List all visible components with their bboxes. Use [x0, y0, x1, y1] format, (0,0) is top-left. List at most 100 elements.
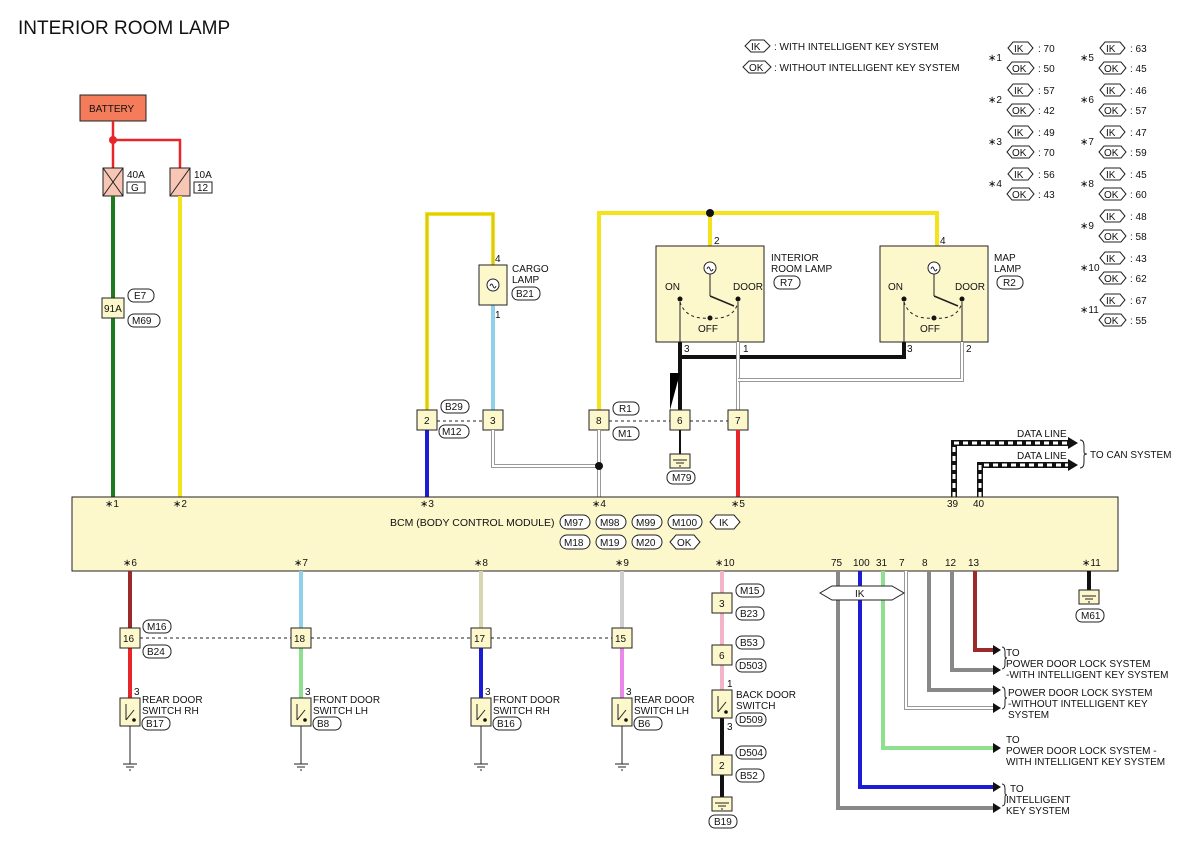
star-ok-value: : 59 — [1130, 148, 1147, 159]
lower-conn-pin: 16 — [123, 634, 135, 645]
bcm-ok-conn: M20 — [636, 538, 656, 549]
star-ik-tag: IK — [1106, 296, 1116, 307]
joint-pin: 91A — [104, 304, 122, 315]
battery-wires — [111, 121, 182, 168]
star-mark: ∗9 — [1080, 221, 1094, 232]
page-title: INTERIOR ROOM LAMP — [18, 18, 230, 39]
fuse-40a-amp: 40A — [127, 170, 145, 181]
bcm-ok-conn: M18 — [564, 538, 584, 549]
star-ok-value: : 50 — [1038, 64, 1055, 75]
back-c3-top: D504 — [739, 748, 763, 759]
dest-2-l1: POWER DOOR LOCK SYSTEM — [1008, 688, 1152, 699]
room-lamp-conn: R7 — [780, 278, 793, 289]
wire-black-lamps — [680, 342, 906, 359]
switch-conn: B8 — [317, 719, 330, 730]
lower-conn-top: M16 — [147, 622, 167, 633]
star-ik-tag: IK — [1106, 212, 1116, 223]
cargo-pin-bottom: 1 — [495, 310, 501, 321]
star-mark: ∗1 — [988, 53, 1002, 64]
cargo-label-1: CARGO — [512, 264, 549, 275]
legend-ok-tag: OK — [749, 63, 764, 74]
joint-conn-top: E7 — [134, 291, 147, 302]
cargo-label-2: LAMP — [512, 275, 540, 286]
cargo-conn: B21 — [516, 289, 534, 300]
star-ok-value: : 43 — [1038, 190, 1055, 201]
battery-splice — [109, 136, 117, 144]
dest-4-l3: KEY SYSTEM — [1006, 806, 1070, 817]
back-c2-bottom: D503 — [739, 661, 763, 672]
star-mark: ∗7 — [1080, 137, 1094, 148]
legend: IK : WITH INTELLIGENT KEY SYSTEM OK : WI… — [742, 39, 960, 74]
bcm-top-pin: ∗2 — [173, 499, 187, 510]
back-sw-pin-top: 1 — [727, 679, 733, 690]
switch-conn: B6 — [638, 719, 651, 730]
bcm-bottom-pin: ∗9 — [615, 558, 629, 569]
bcm-bottom-pin: ∗8 — [474, 558, 488, 569]
star-mark: ∗10 — [1080, 263, 1100, 274]
star-ok-tag: OK — [1104, 316, 1119, 327]
yellow-splice — [706, 209, 714, 217]
room-lamp-off: OFF — [698, 324, 718, 335]
star-ik-value: : 57 — [1038, 86, 1055, 97]
lower-conn-pin: 17 — [474, 634, 486, 645]
star-ok-tag: OK — [1012, 190, 1027, 201]
mid-left-conn-bottom: M12 — [442, 427, 462, 438]
map-lamp-off: OFF — [920, 324, 940, 335]
bcm-ok-tag: OK — [677, 538, 692, 549]
star-ok-value: : 60 — [1130, 190, 1147, 201]
wire-yellow-lamps — [597, 211, 939, 410]
star-ik-tag: IK — [1106, 86, 1116, 97]
dest-2-l2: -WITHOUT INTELLIGENT KEY — [1008, 699, 1148, 710]
star-ik-value: : 70 — [1038, 44, 1055, 55]
fuse-40a-id: G — [131, 183, 139, 194]
door-switch — [611, 697, 633, 727]
bcm-top-pin: ∗1 — [105, 499, 119, 510]
bcm-ik-conn: M99 — [636, 518, 656, 529]
star-ok-tag: OK — [1012, 106, 1027, 117]
fuse-10a-id: 12 — [197, 183, 209, 194]
dest-1-l1: TO — [1006, 648, 1020, 659]
bcm-bottom-pin: 100 — [853, 558, 870, 569]
star-ok-tag: OK — [1104, 190, 1119, 201]
star-ik-value: : 43 — [1130, 254, 1147, 265]
star-ik-tag: IK — [1106, 170, 1116, 181]
mid-left-conn-top: B29 — [445, 402, 463, 413]
legend-ik-tag: IK — [751, 42, 761, 53]
star-ok-value: : 55 — [1130, 316, 1147, 327]
star-ok-value: : 57 — [1130, 106, 1147, 117]
star-ik-value: : 56 — [1038, 170, 1055, 181]
bcm-bottom-pin: ∗6 — [123, 558, 137, 569]
bcm-ik-conn: M97 — [564, 518, 584, 529]
fuse-10a-amp: 10A — [194, 170, 212, 181]
data-line-2 — [977, 462, 1068, 497]
dest-1-l2: POWER DOOR LOCK SYSTEM — [1006, 659, 1150, 670]
map-lamp-pin-br: 2 — [966, 344, 972, 355]
legend-ik-text: : WITH INTELLIGENT KEY SYSTEM — [774, 42, 939, 53]
back-sw-conn: D509 — [739, 715, 763, 726]
mid-right-conn-top: R1 — [619, 404, 632, 415]
star-ok-tag: OK — [1104, 106, 1119, 117]
can-system-label: TO CAN SYSTEM — [1090, 450, 1172, 461]
mid-left-pin-a: 2 — [424, 416, 430, 427]
star-mark: ∗3 — [988, 137, 1002, 148]
door-switch — [119, 697, 141, 727]
map-lamp-conn: R2 — [1003, 278, 1016, 289]
star-ok-tag: OK — [1012, 64, 1027, 75]
switch-pin: 3 — [485, 687, 491, 698]
bcm-ik-conn: M98 — [600, 518, 620, 529]
bcm-bottom-pin: ∗10 — [715, 558, 735, 569]
legend-ok-text: : WITHOUT INTELLIGENT KEY SYSTEM — [774, 63, 960, 74]
switch-conn: B16 — [497, 719, 515, 730]
destinations: TO POWER DOOR LOCK SYSTEM -WITH INTELLIG… — [1006, 648, 1168, 817]
lower-conn-pin: 15 — [615, 634, 627, 645]
switch-label-2: SWITCH RH — [493, 706, 550, 717]
dest-3-l3: WITH INTELLIGENT KEY SYSTEM — [1006, 757, 1165, 768]
star-ik-value: : 49 — [1038, 128, 1055, 139]
bcm-bottom-pin: 31 — [876, 558, 888, 569]
bcm-bottom-pin: 75 — [831, 558, 843, 569]
bcm-bottom-pin: 12 — [945, 558, 957, 569]
switch-pin: 3 — [134, 687, 140, 698]
star-ik-tag: IK — [1014, 128, 1024, 139]
